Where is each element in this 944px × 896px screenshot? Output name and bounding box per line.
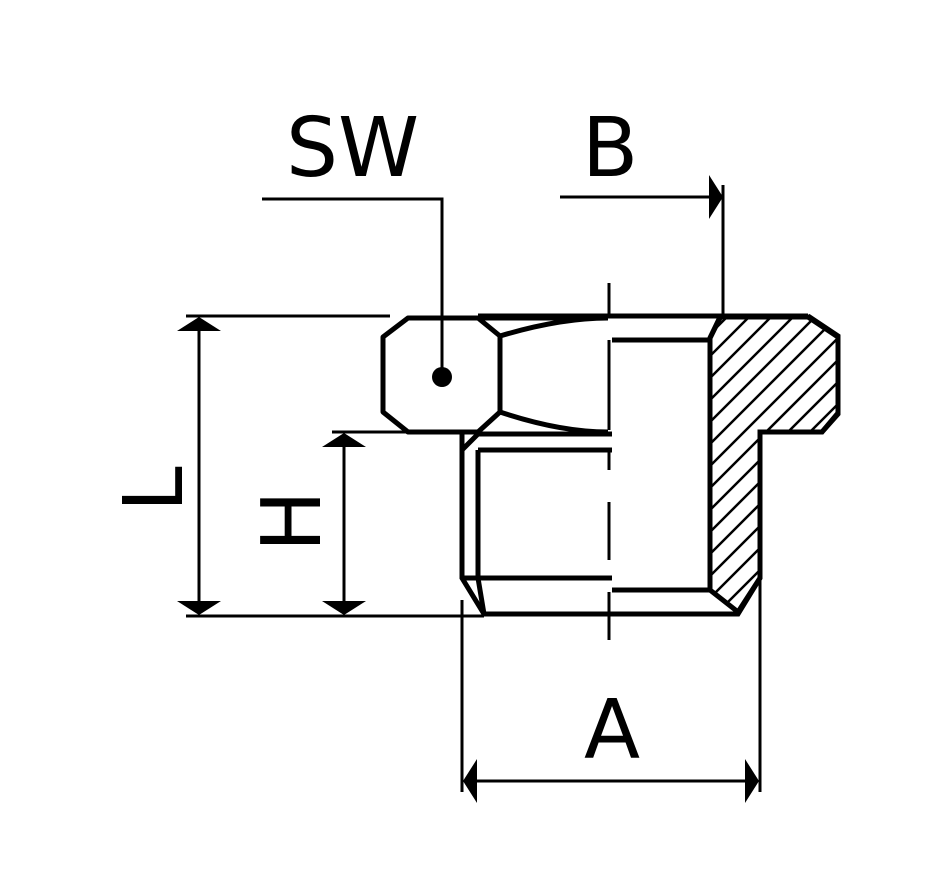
fitting-body — [459, 313, 841, 617]
label-a: A — [584, 683, 640, 778]
hatch-line — [710, 317, 838, 612]
hatch-line — [710, 317, 817, 612]
label-b: B — [582, 101, 638, 196]
center-dot — [432, 367, 452, 387]
dimension-l — [177, 314, 484, 618]
section-outline — [707, 314, 841, 616]
label-l: L — [107, 466, 202, 512]
hatch-line — [710, 317, 795, 612]
dimension-a — [460, 580, 762, 803]
label-sw: SW — [286, 101, 419, 196]
hatch-line — [710, 317, 838, 612]
hatch-line — [710, 317, 838, 612]
label-h: H — [245, 490, 340, 552]
hatch-line — [710, 317, 838, 612]
sw-leader — [262, 197, 444, 372]
dimension-b — [560, 175, 725, 316]
hex-head — [380, 315, 609, 435]
dimension-h — [322, 430, 462, 615]
hatch-line — [710, 317, 838, 612]
